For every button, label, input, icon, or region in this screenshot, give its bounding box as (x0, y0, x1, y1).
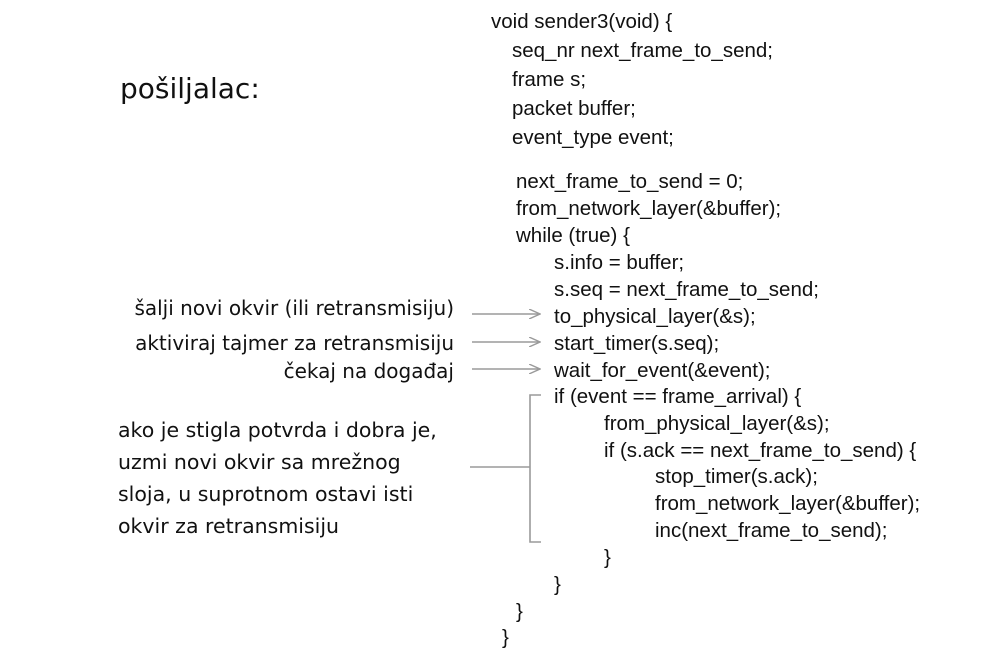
annotation-ack-line: okvir za retransmisiju (118, 514, 340, 538)
code-line: from_network_layer(&buffer); (516, 197, 782, 220)
annotation-ack-line: uzmi novi okvir sa mrežnog (118, 450, 401, 474)
code-line: void sender3(void) { (491, 10, 673, 33)
code-line: } (554, 573, 561, 596)
annotation-send: šalji novi okvir (ili retransmisiju) (134, 296, 454, 320)
code-line: while (true) { (516, 224, 630, 247)
code-line: wait_for_event(&event); (554, 359, 771, 382)
code-line: to_physical_layer(&s); (554, 305, 756, 328)
code-listing: void sender3(void) { seq_nr next_frame_t… (0, 0, 920, 647)
annotation-ack-block: ako je stigla potvrda i dobra je, uzmi n… (118, 414, 437, 542)
code-line: } (516, 600, 523, 623)
code-line: start_timer(s.seq); (554, 332, 720, 355)
bracket-if-block (529, 394, 541, 543)
code-line: from_network_layer(&buffer); (655, 492, 921, 515)
code-line: s.info = buffer; (554, 251, 685, 274)
code-line: inc(next_frame_to_send); (655, 519, 888, 542)
annotation-ack-line: sloja, u suprotnom ostavi isti (118, 482, 414, 506)
annotation-wait: čekaj na događaj (283, 359, 454, 383)
code-line: packet buffer; (512, 97, 636, 120)
annotation-ack-line: ako je stigla potvrda i dobra je, (118, 418, 437, 442)
code-line: event_type event; (512, 126, 674, 149)
code-line: } (502, 626, 509, 649)
code-line: seq_nr next_frame_to_send; (512, 39, 773, 62)
code-line: next_frame_to_send = 0; (516, 170, 744, 193)
code-line: } (604, 546, 611, 569)
code-line: s.seq = next_frame_to_send; (554, 278, 819, 301)
code-line: frame s; (512, 68, 587, 91)
code-line: stop_timer(s.ack); (655, 465, 818, 488)
annotation-timer: aktiviraj tajmer za retransmisiju (135, 331, 454, 355)
code-line: from_physical_layer(&s); (604, 412, 830, 435)
code-line: if (event == frame_arrival) { (554, 385, 802, 408)
code-line: if (s.ack == next_frame_to_send) { (604, 439, 917, 462)
page-title: pošiljalac: (120, 72, 260, 105)
